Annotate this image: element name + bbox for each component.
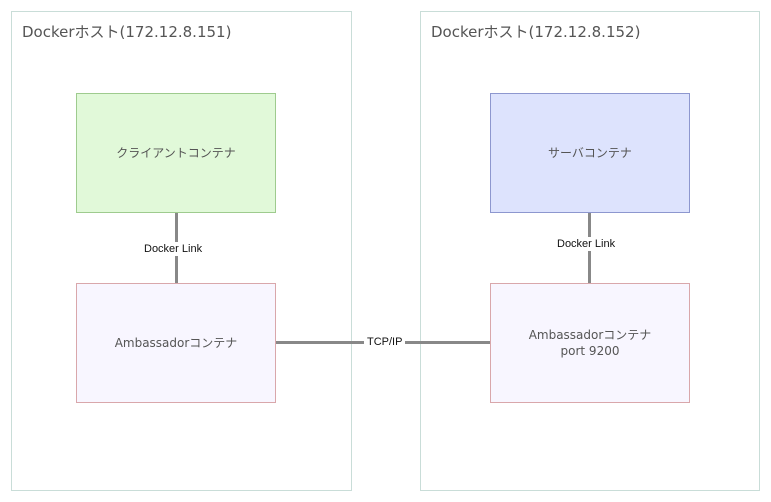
server-container[interactable]: サーバコンテナ [490, 93, 690, 213]
client-container[interactable]: クライアントコンテナ [76, 93, 276, 213]
ambassador-right-port: port 9200 [560, 344, 620, 358]
ambassador-container-left[interactable]: Ambassadorコンテナ [76, 283, 276, 403]
docker-link-label-right: Docker Link [554, 237, 619, 251]
host-title-left: Dockerホスト(172.12.8.151) [22, 23, 232, 41]
host-title-right: Dockerホスト(172.12.8.152) [431, 23, 641, 41]
client-container-label: クライアントコンテナ [116, 146, 236, 160]
ambassador-container-right[interactable]: Ambassadorコンテナ port 9200 [490, 283, 690, 403]
docker-link-label-left: Docker Link [141, 242, 206, 256]
server-container-label: サーバコンテナ [548, 146, 632, 160]
ambassador-right-label: Ambassadorコンテナ [528, 328, 652, 342]
tcp-ip-label: TCP/IP [364, 335, 406, 349]
ambassador-left-label: Ambassadorコンテナ [114, 336, 238, 350]
docker-host-right: Dockerホスト(172.12.8.152) [420, 11, 760, 491]
